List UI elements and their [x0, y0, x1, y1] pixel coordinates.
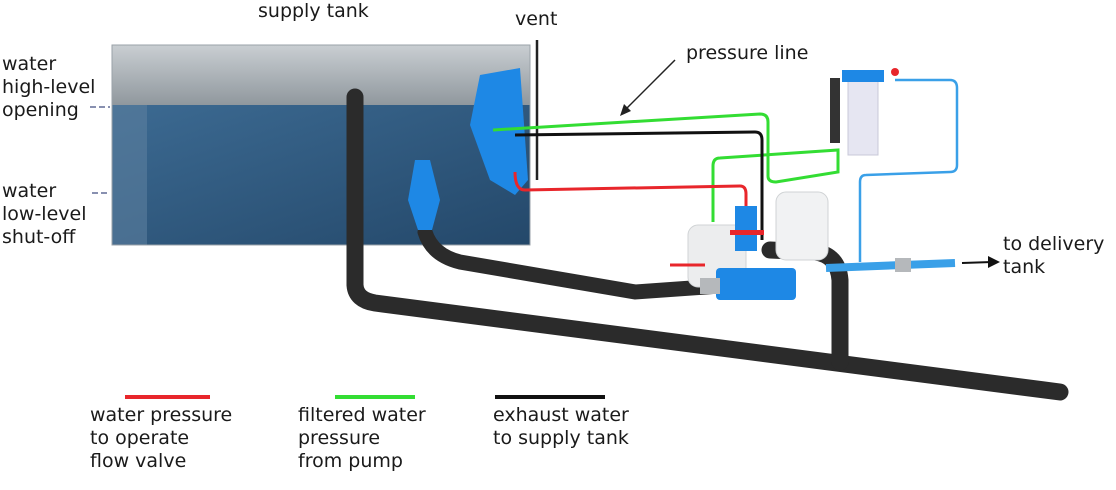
- legend-text-red: water pressure to operate flow valve: [90, 404, 233, 472]
- delivery-arrowhead: [988, 256, 1000, 268]
- label-pressure-line: pressure line: [686, 42, 809, 64]
- accumulator-right: [775, 191, 829, 261]
- tank-valve: [470, 68, 528, 195]
- delivery-pipe: [825, 259, 956, 272]
- low-level-float: [408, 160, 440, 230]
- supply-tank: [111, 44, 531, 246]
- label-delivery: to delivery tank: [1003, 233, 1105, 278]
- filter-to-outlet-line: [858, 78, 959, 262]
- delivery-coupling: [895, 258, 911, 272]
- pressure-line-arrow: [624, 59, 676, 111]
- label-low-level: water low-level shut-off: [2, 180, 87, 248]
- delivery-arrow: [961, 261, 993, 264]
- red-line: [513, 171, 748, 222]
- label-supply-tank: supply tank: [258, 0, 369, 22]
- label-high-level: water high-level opening: [2, 53, 96, 121]
- legend-text-black: exhaust water to supply tank: [493, 404, 629, 449]
- filter: [830, 68, 899, 156]
- label-vent: vent: [515, 8, 558, 30]
- pressure-line-arrowhead: [620, 104, 631, 116]
- return-pipe: [346, 88, 1069, 401]
- green-line: [492, 112, 840, 222]
- black-line: [514, 130, 764, 240]
- legend-text-green: filtered water pressure from pump: [298, 404, 426, 472]
- suction-pipe: [417, 224, 728, 300]
- pump: [670, 206, 796, 300]
